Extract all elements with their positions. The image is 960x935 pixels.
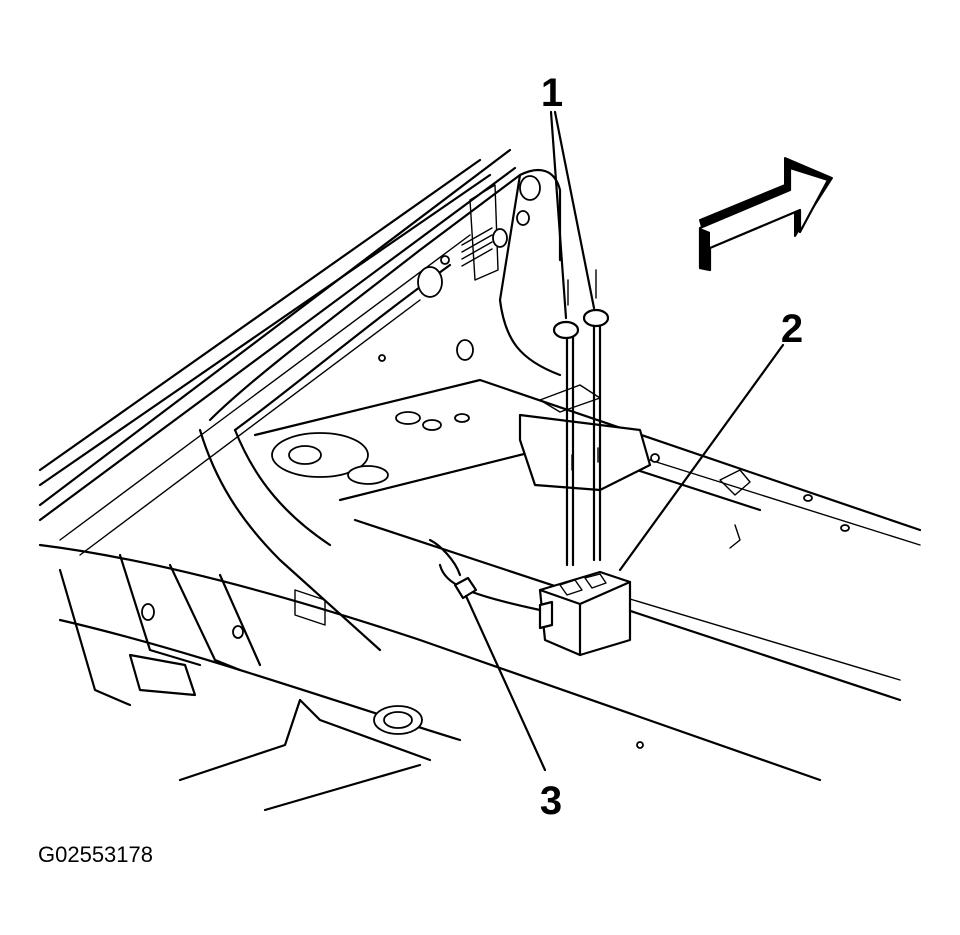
- figure-id: G02553178: [38, 842, 153, 867]
- mounting-bolts: [552, 269, 610, 567]
- vehicle-body-structure: [38, 148, 922, 812]
- callout-1-label: 1: [541, 71, 563, 115]
- front-direction-arrow-icon: [698, 157, 833, 272]
- leader-lines: [464, 110, 785, 772]
- callout-2-label: 2: [781, 307, 803, 351]
- electrical-connector: [428, 538, 542, 612]
- callout-3-label: 3: [540, 779, 562, 823]
- control-module: [538, 570, 632, 657]
